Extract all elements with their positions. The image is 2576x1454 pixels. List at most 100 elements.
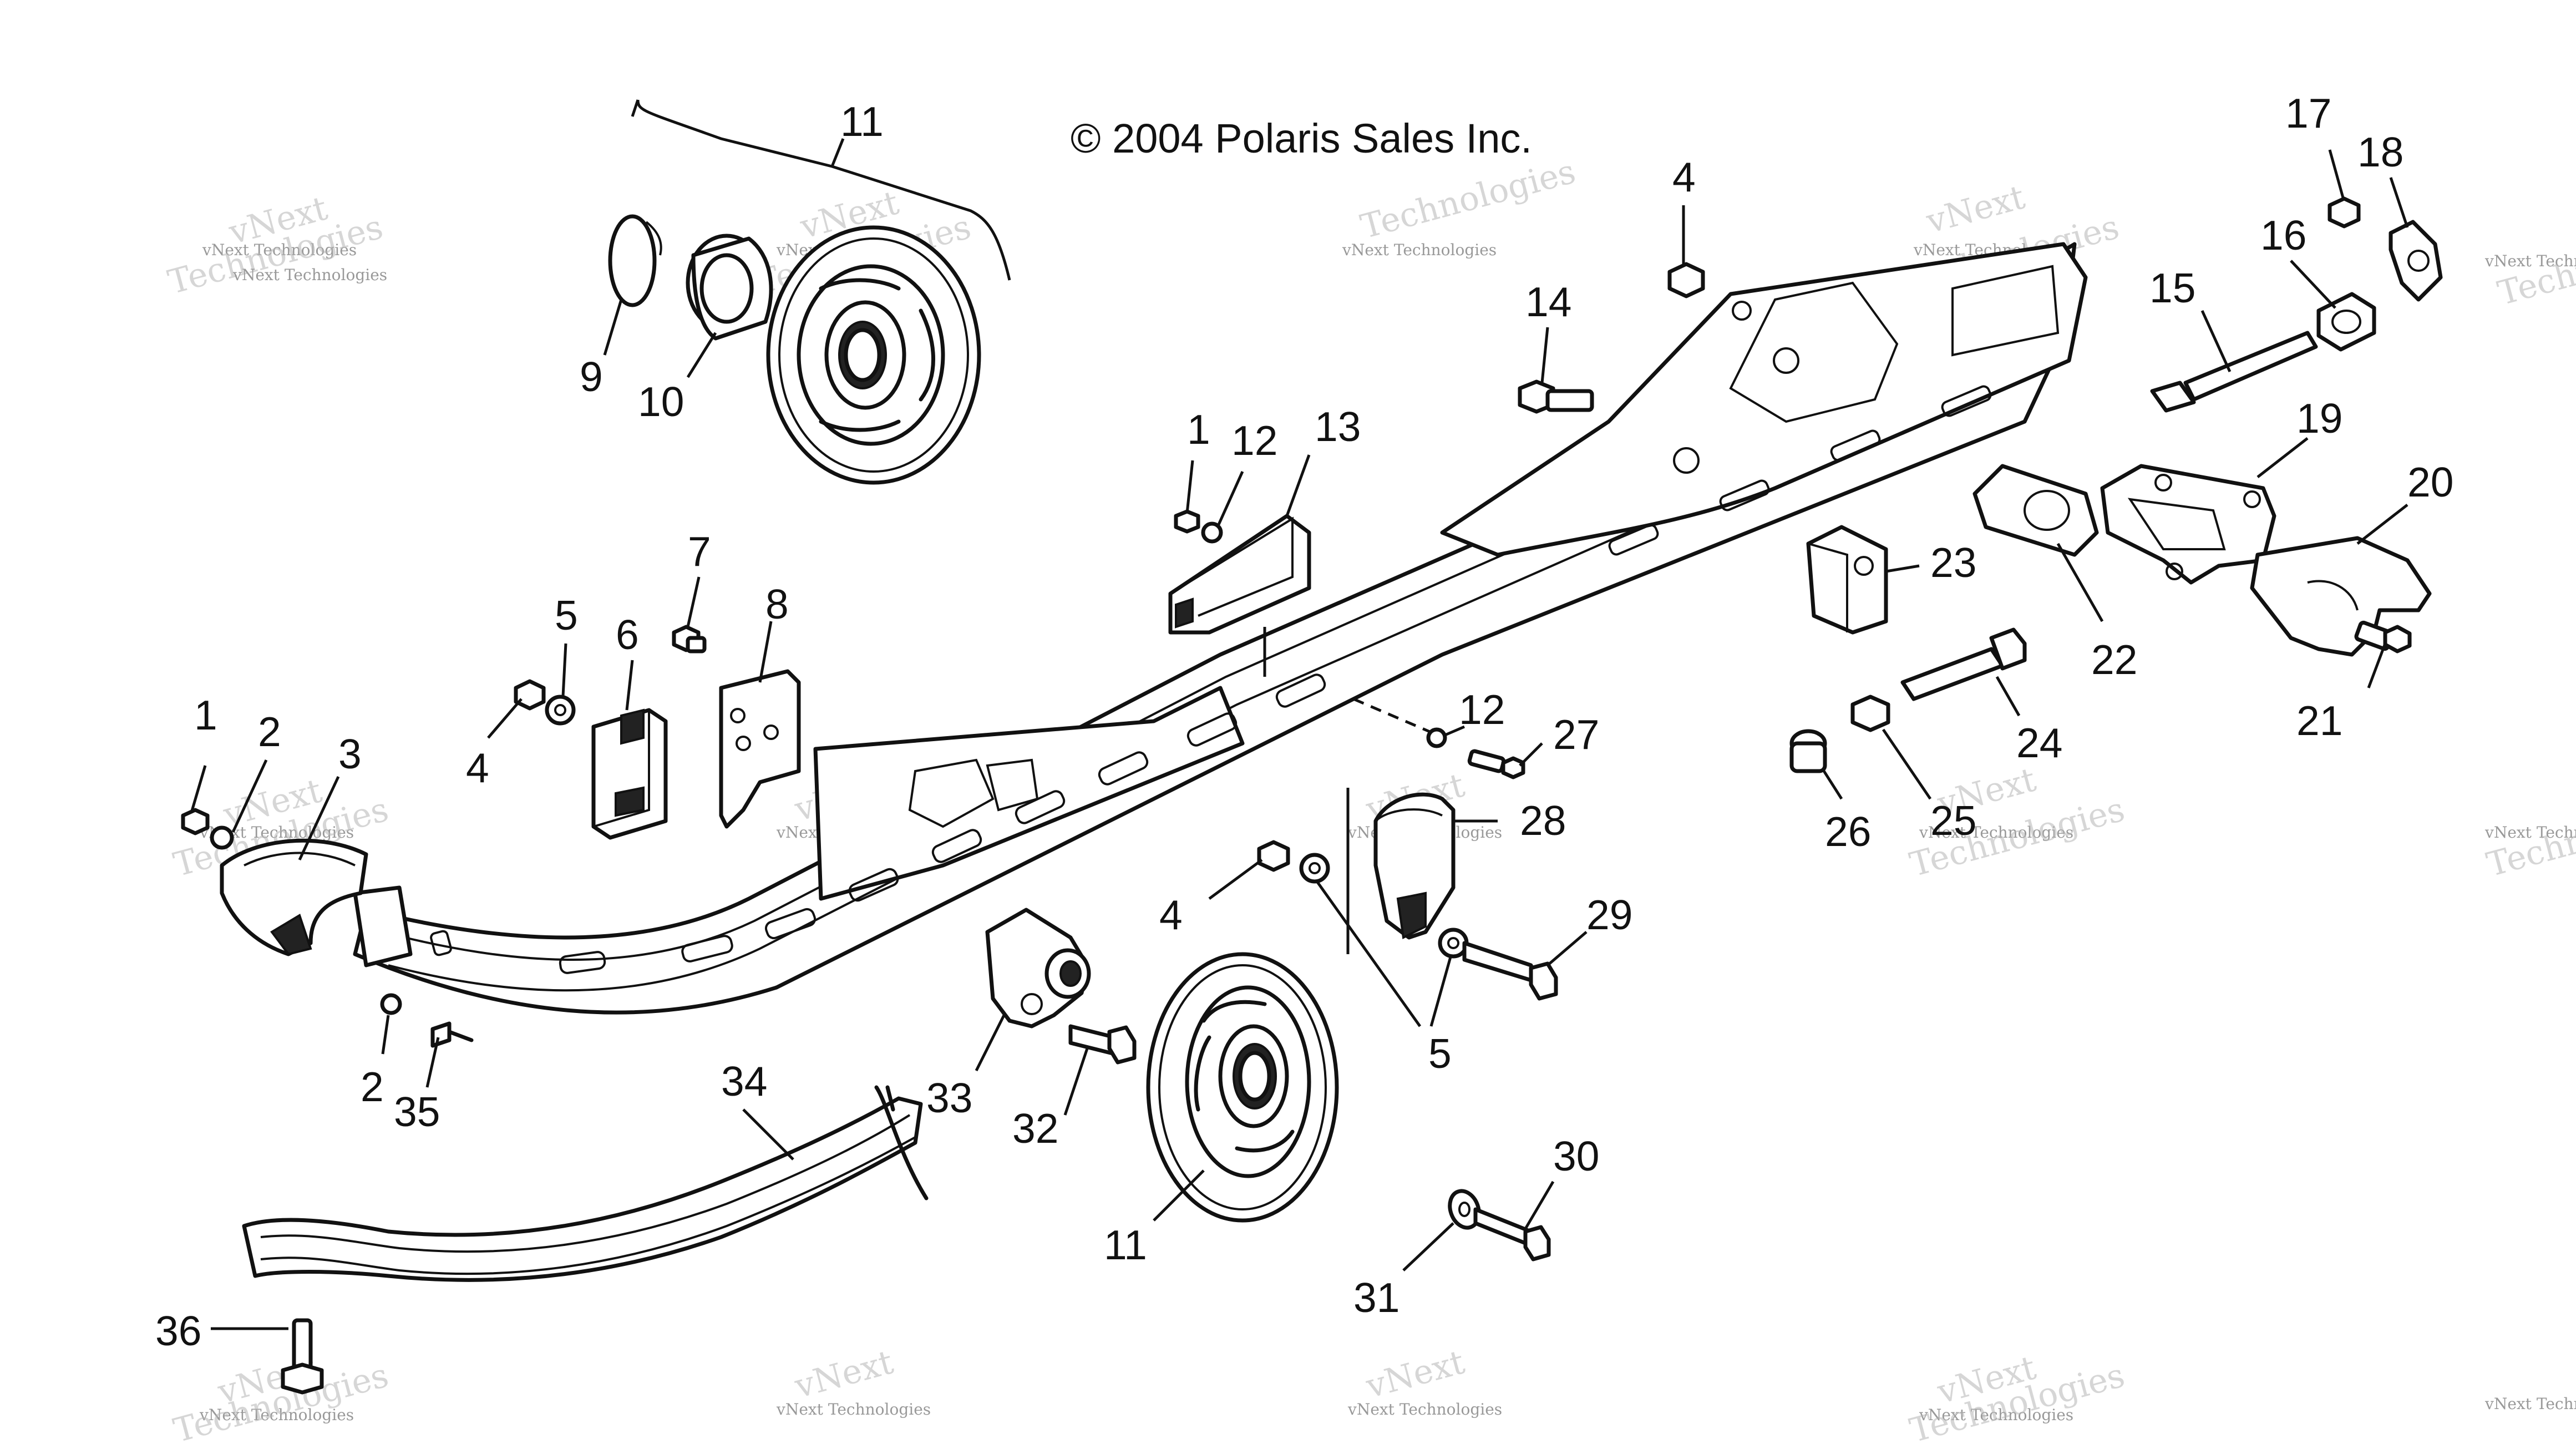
svg-text:vNext Technologies: vNext Technologies	[1347, 1400, 1502, 1418]
callout-3: 3	[338, 731, 362, 777]
callout-32: 32	[1012, 1105, 1058, 1152]
svg-text:vNext Technologies: vNext Technologies	[199, 1406, 354, 1424]
part-29-bolt	[1462, 941, 1558, 1001]
watermark-10: vNext Technologies Technologies	[2483, 790, 2576, 884]
callout-8: 8	[765, 581, 789, 627]
callout-18: 18	[2357, 129, 2403, 175]
callout-11-lower: 11	[1104, 1222, 1147, 1268]
callout-27: 27	[1553, 711, 1599, 758]
watermark-1: vNext Technologies vNext Technologies vN…	[164, 189, 387, 302]
callout-13: 13	[1315, 403, 1361, 450]
svg-text:vNext: vNext	[1922, 178, 2029, 241]
callout-19: 19	[2296, 395, 2342, 442]
parts-30-31-bolt-washer	[1448, 1189, 1551, 1262]
callout-33: 33	[926, 1075, 972, 1121]
callout-15: 15	[2149, 265, 2195, 311]
callout-26: 26	[1825, 808, 1871, 855]
front-fasteners	[181, 808, 474, 1048]
callout-20: 20	[2407, 459, 2453, 505]
part-18-clip	[2389, 220, 2443, 302]
callout-21: 21	[2296, 697, 2342, 744]
callout-1-center: 1	[1187, 406, 1210, 453]
parts-4-5-center	[1257, 840, 1469, 959]
svg-text:vNext Technologies: vNext Technologies	[776, 1400, 931, 1418]
svg-text:vNext Technologies: vNext Technologies	[1919, 1406, 2073, 1424]
callout-28: 28	[1520, 797, 1566, 844]
callout-4-center: 4	[1159, 891, 1183, 938]
callout-5-left: 5	[555, 592, 578, 639]
callout-4-left: 4	[466, 744, 489, 791]
part-13-stop-block	[1168, 509, 1311, 635]
callout-16: 16	[2260, 212, 2306, 259]
copyright-text: © 2004 Polaris Sales Inc.	[1071, 115, 1532, 161]
callout-2-lower: 2	[361, 1063, 384, 1110]
callout-12-upper: 12	[1231, 417, 1277, 464]
watermark-5: vNext Technologies Technologies	[2484, 219, 2576, 313]
part-34-wear-strip	[242, 1085, 929, 1282]
parts-4-5-left	[514, 679, 576, 726]
callout-10: 10	[638, 378, 684, 425]
callout-36: 36	[155, 1308, 201, 1354]
part-22-block	[1972, 464, 2099, 557]
callout-12-lower: 12	[1459, 686, 1505, 733]
watermark-15: vNext Technologies	[2484, 1395, 2576, 1413]
svg-text:vNext Technologies: vNext Technologies	[2484, 1395, 2576, 1413]
callout-25: 25	[1930, 797, 1976, 844]
callout-11-upper: 11	[840, 98, 884, 145]
part-23-block	[1806, 525, 1888, 635]
part-25-nut	[1850, 695, 1890, 732]
part-36-bolt	[281, 1318, 324, 1395]
watermark-3: vNext Technologies Technologies	[1342, 152, 1579, 259]
svg-text:vNext Technologies: vNext Technologies	[202, 241, 357, 259]
part-3-nose-cap	[220, 838, 368, 956]
watermark-12: vNext Technologies vNext	[776, 1342, 931, 1418]
svg-text:vNext Technologies: vNext Technologies	[2484, 252, 2576, 270]
part-4-top-nut	[1667, 262, 1705, 298]
part-19-bracket	[2100, 464, 2276, 585]
callout-2-left: 2	[258, 708, 281, 755]
callout-17: 17	[2285, 90, 2331, 136]
part-11-lower-wheel	[1146, 952, 1339, 1223]
part-16-nut	[2316, 292, 2376, 352]
part-24-bolt	[1900, 627, 2027, 701]
watermark-11: vNext Technologies vNext Technologies	[170, 1348, 393, 1450]
callout-29: 29	[1586, 891, 1632, 938]
callout-24: 24	[2016, 720, 2062, 766]
part-14-bolt	[1518, 379, 1594, 414]
part-17-nut	[2327, 196, 2361, 229]
callout-numbers: 11 9 10 1 12 13 14 4 15 16 17 18 19 20 2…	[155, 90, 2453, 1354]
part-26-spacer	[1789, 729, 1827, 773]
watermark-13: vNext Technologies vNext	[1347, 1342, 1502, 1418]
rail-slots	[559, 385, 1992, 974]
part-27-bolt	[1353, 697, 1525, 779]
part-6-block	[591, 708, 668, 840]
slide-rail	[353, 242, 2088, 1015]
watermark-14: vNext Technologies vNext Technologies	[1906, 1348, 2129, 1450]
callout-22: 22	[2091, 636, 2137, 683]
svg-text:vNext Technologies: vNext Technologies	[1342, 241, 1497, 259]
part-8-plate	[719, 669, 801, 829]
svg-text:vNext: vNext	[790, 1342, 897, 1406]
part-20-plate	[2250, 536, 2432, 657]
part-11-upper-wheel-assembly	[608, 99, 1011, 485]
callout-35: 35	[394, 1088, 440, 1135]
part-33-bracket	[985, 908, 1091, 1029]
callout-4-top: 4	[1672, 154, 1696, 200]
leader-lines	[190, 149, 2409, 1330]
callout-5-center: 5	[1428, 1030, 1452, 1077]
callout-30: 30	[1553, 1133, 1599, 1179]
callout-6: 6	[616, 611, 639, 658]
svg-text:vNext Technologies: vNext Technologies	[2484, 823, 2576, 842]
callout-7: 7	[688, 528, 711, 575]
part-7-bolt	[672, 625, 707, 653]
callout-34: 34	[721, 1058, 767, 1105]
svg-text:vNext Technologies: vNext Technologies	[232, 266, 387, 284]
callout-31: 31	[1353, 1274, 1399, 1321]
part-28-bracket	[1346, 788, 1456, 954]
callout-1-left: 1	[194, 692, 217, 738]
part-15-shaft	[2150, 331, 2318, 413]
part-32-bolt	[1068, 1024, 1137, 1065]
svg-text:Technologies: Technologies	[1357, 152, 1580, 246]
callout-23: 23	[1930, 539, 1976, 586]
